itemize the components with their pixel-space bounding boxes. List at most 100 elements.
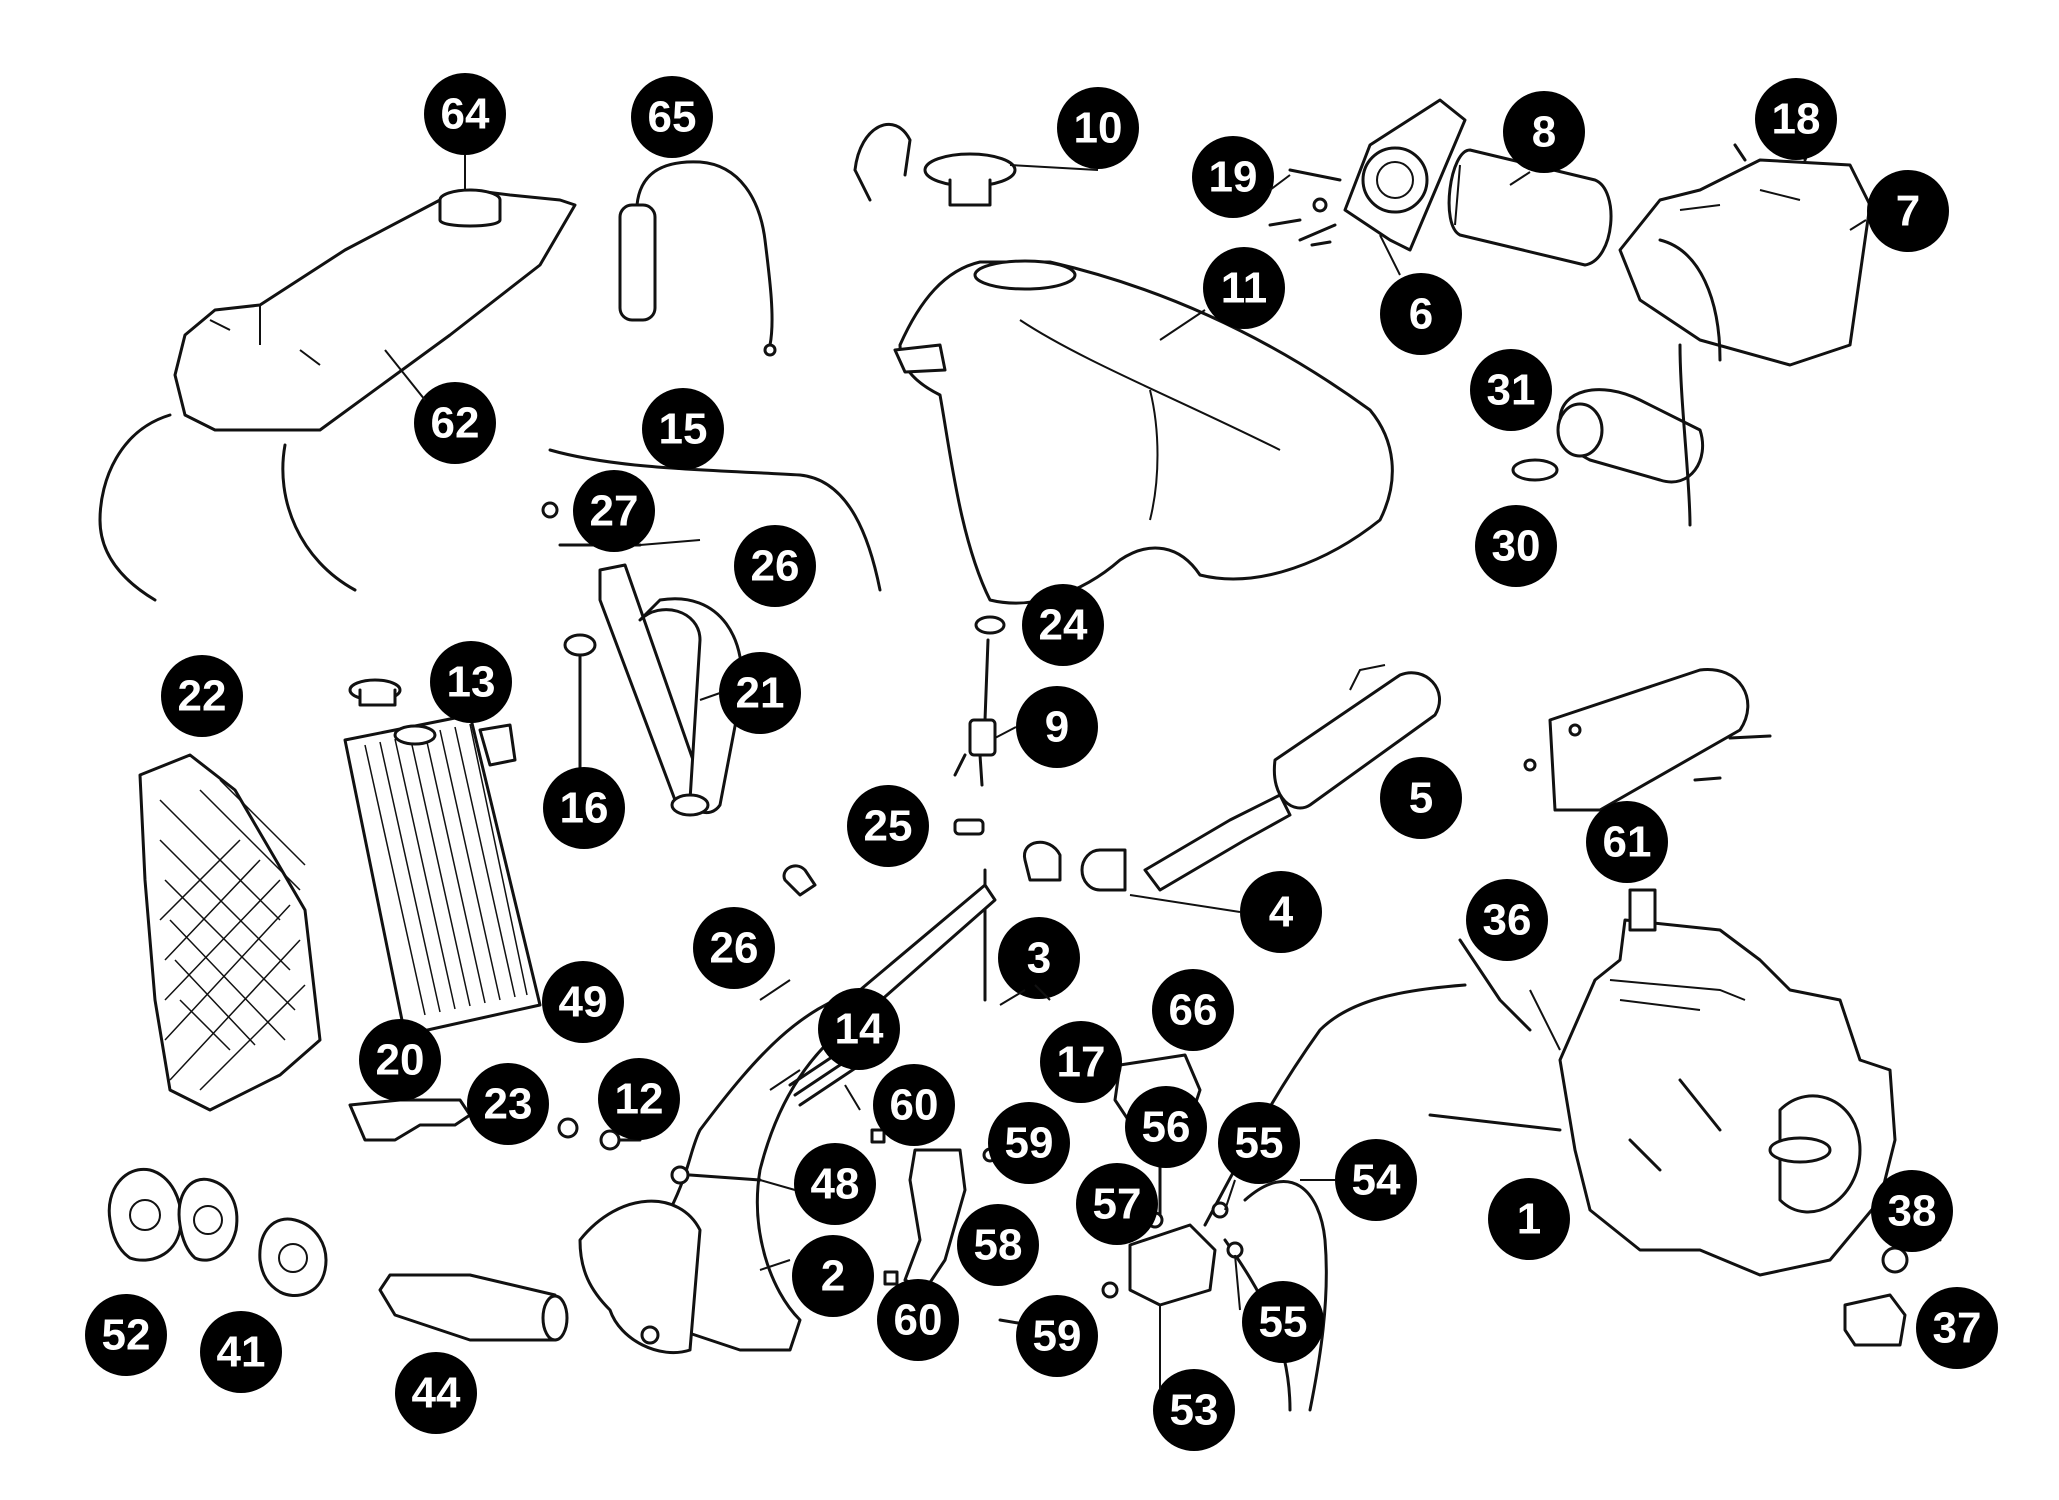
hose-clip-icon <box>563 633 710 817</box>
callout-marker: 10 <box>1057 87 1139 169</box>
callout-label-16: 16 <box>560 784 609 833</box>
callout-label-1: 1 <box>1517 1195 1541 1244</box>
heat-shield-icon <box>1523 668 1772 812</box>
lever-icon <box>1843 1293 1907 1347</box>
callout-marker: 14 <box>818 988 900 1070</box>
leader-lines <box>384 155 1867 1390</box>
callout-label-7: 7 <box>1896 187 1920 236</box>
water-pump-icon <box>1101 1223 1217 1307</box>
callout-marker: 59 <box>1016 1295 1098 1377</box>
callout-label-17: 17 <box>1057 1038 1106 1087</box>
callout-label-20: 20 <box>376 1036 425 1085</box>
callout-label-23: 23 <box>484 1080 533 1129</box>
callout-marker: 18 <box>1755 78 1837 160</box>
callout-marker: 57 <box>1076 1163 1158 1245</box>
reservoir-cap-icon <box>438 188 502 228</box>
callout-label-3: 3 <box>1027 934 1051 983</box>
callout-marker: 31 <box>1470 349 1552 431</box>
bracket-icon <box>348 1098 472 1142</box>
callout-label-22: 22 <box>178 672 227 721</box>
callout-marker: 37 <box>1916 1287 1998 1369</box>
callout-marker: 13 <box>430 641 512 723</box>
callout-marker: 52 <box>85 1294 167 1376</box>
callout-label-30: 30 <box>1492 522 1541 571</box>
screw-icon <box>1268 197 1332 247</box>
callout-label-26a: 26 <box>751 542 800 591</box>
callout-label-59b: 59 <box>1033 1312 1082 1361</box>
callout-marker: 62 <box>414 382 496 464</box>
callout-marker: 58 <box>957 1204 1039 1286</box>
breather-icon <box>1458 938 1532 1032</box>
gasket-icon <box>258 1217 328 1297</box>
callout-marker: 26 <box>734 525 816 607</box>
callout-label-12: 12 <box>615 1075 664 1124</box>
clamp-icon <box>1511 458 1559 482</box>
callout-label-5: 5 <box>1409 774 1433 823</box>
callout-marker: 41 <box>200 1311 282 1393</box>
callout-marker: 16 <box>543 767 625 849</box>
bolt-icon <box>599 1129 642 1151</box>
heat-shield-icon <box>903 1148 967 1292</box>
callout-marker: 64 <box>424 73 506 155</box>
callout-marker: 15 <box>642 388 724 470</box>
callout-marker: 36 <box>1466 879 1548 961</box>
gasket-icon <box>107 1167 239 1262</box>
callout-label-52: 52 <box>102 1311 151 1360</box>
callout-marker: 53 <box>1153 1369 1235 1451</box>
callout-marker: 56 <box>1125 1086 1207 1168</box>
radiator-icon <box>343 713 542 1037</box>
callout-marker: 59 <box>988 1102 1070 1184</box>
filter-icon <box>953 818 985 836</box>
seal-icon <box>974 615 1006 635</box>
clamp-icon <box>1023 840 1062 882</box>
callout-marker: 9 <box>1016 686 1098 768</box>
callout-label-57: 57 <box>1093 1180 1142 1229</box>
callout-marker: 3 <box>998 917 1080 999</box>
callout-label-38: 38 <box>1888 1187 1937 1236</box>
callout-marker: 2 <box>792 1235 874 1317</box>
callout-label-41: 41 <box>217 1328 266 1377</box>
callout-label-18: 18 <box>1772 95 1821 144</box>
callout-marker: 4 <box>1240 871 1322 953</box>
callout-label-15: 15 <box>659 405 708 454</box>
callout-marker: 25 <box>847 785 929 867</box>
hose-icon <box>1203 983 1467 1412</box>
nut-icon <box>557 1117 579 1139</box>
air-box-icon <box>1618 158 1872 367</box>
callout-marker: 11 <box>1203 247 1285 329</box>
callout-marker: 21 <box>719 652 801 734</box>
callout-label-66: 66 <box>1169 986 1218 1035</box>
rubber-boot-icon <box>1556 343 1705 527</box>
callout-label-2: 2 <box>821 1252 845 1301</box>
washer-icon <box>883 1270 899 1286</box>
callout-marker: 60 <box>873 1064 955 1146</box>
callout-label-25: 25 <box>864 802 913 851</box>
callout-label-54: 54 <box>1352 1156 1401 1205</box>
kickstart-icon <box>378 1273 569 1342</box>
callout-marker: 48 <box>794 1143 876 1225</box>
callout-label-8: 8 <box>1532 108 1556 157</box>
callout-marker: 61 <box>1586 801 1668 883</box>
callout-marker: 26 <box>693 907 775 989</box>
callout-marker: 22 <box>161 655 243 737</box>
callout-label-58: 58 <box>974 1221 1023 1270</box>
callout-label-9: 9 <box>1045 703 1069 752</box>
reservoir-icon <box>98 188 577 602</box>
silencer-icon <box>1143 664 1442 892</box>
callout-marker: 38 <box>1871 1170 1953 1252</box>
callout-label-56: 56 <box>1142 1103 1191 1152</box>
callout-label-48: 48 <box>811 1160 860 1209</box>
engine-block-icon <box>1428 888 1897 1277</box>
callout-label-37: 37 <box>1933 1304 1982 1353</box>
radiator-cap-icon <box>348 678 402 707</box>
callout-marker: 30 <box>1475 505 1557 587</box>
callout-marker: 8 <box>1503 91 1585 173</box>
callout-label-11: 11 <box>1221 264 1268 313</box>
callout-marker: 24 <box>1022 584 1104 666</box>
callout-marker: 12 <box>598 1058 680 1140</box>
callout-label-60a: 60 <box>890 1081 939 1130</box>
callout-marker: 55 <box>1218 1102 1300 1184</box>
washer-icon <box>870 1128 886 1144</box>
callout-label-55a: 55 <box>1235 1119 1284 1168</box>
